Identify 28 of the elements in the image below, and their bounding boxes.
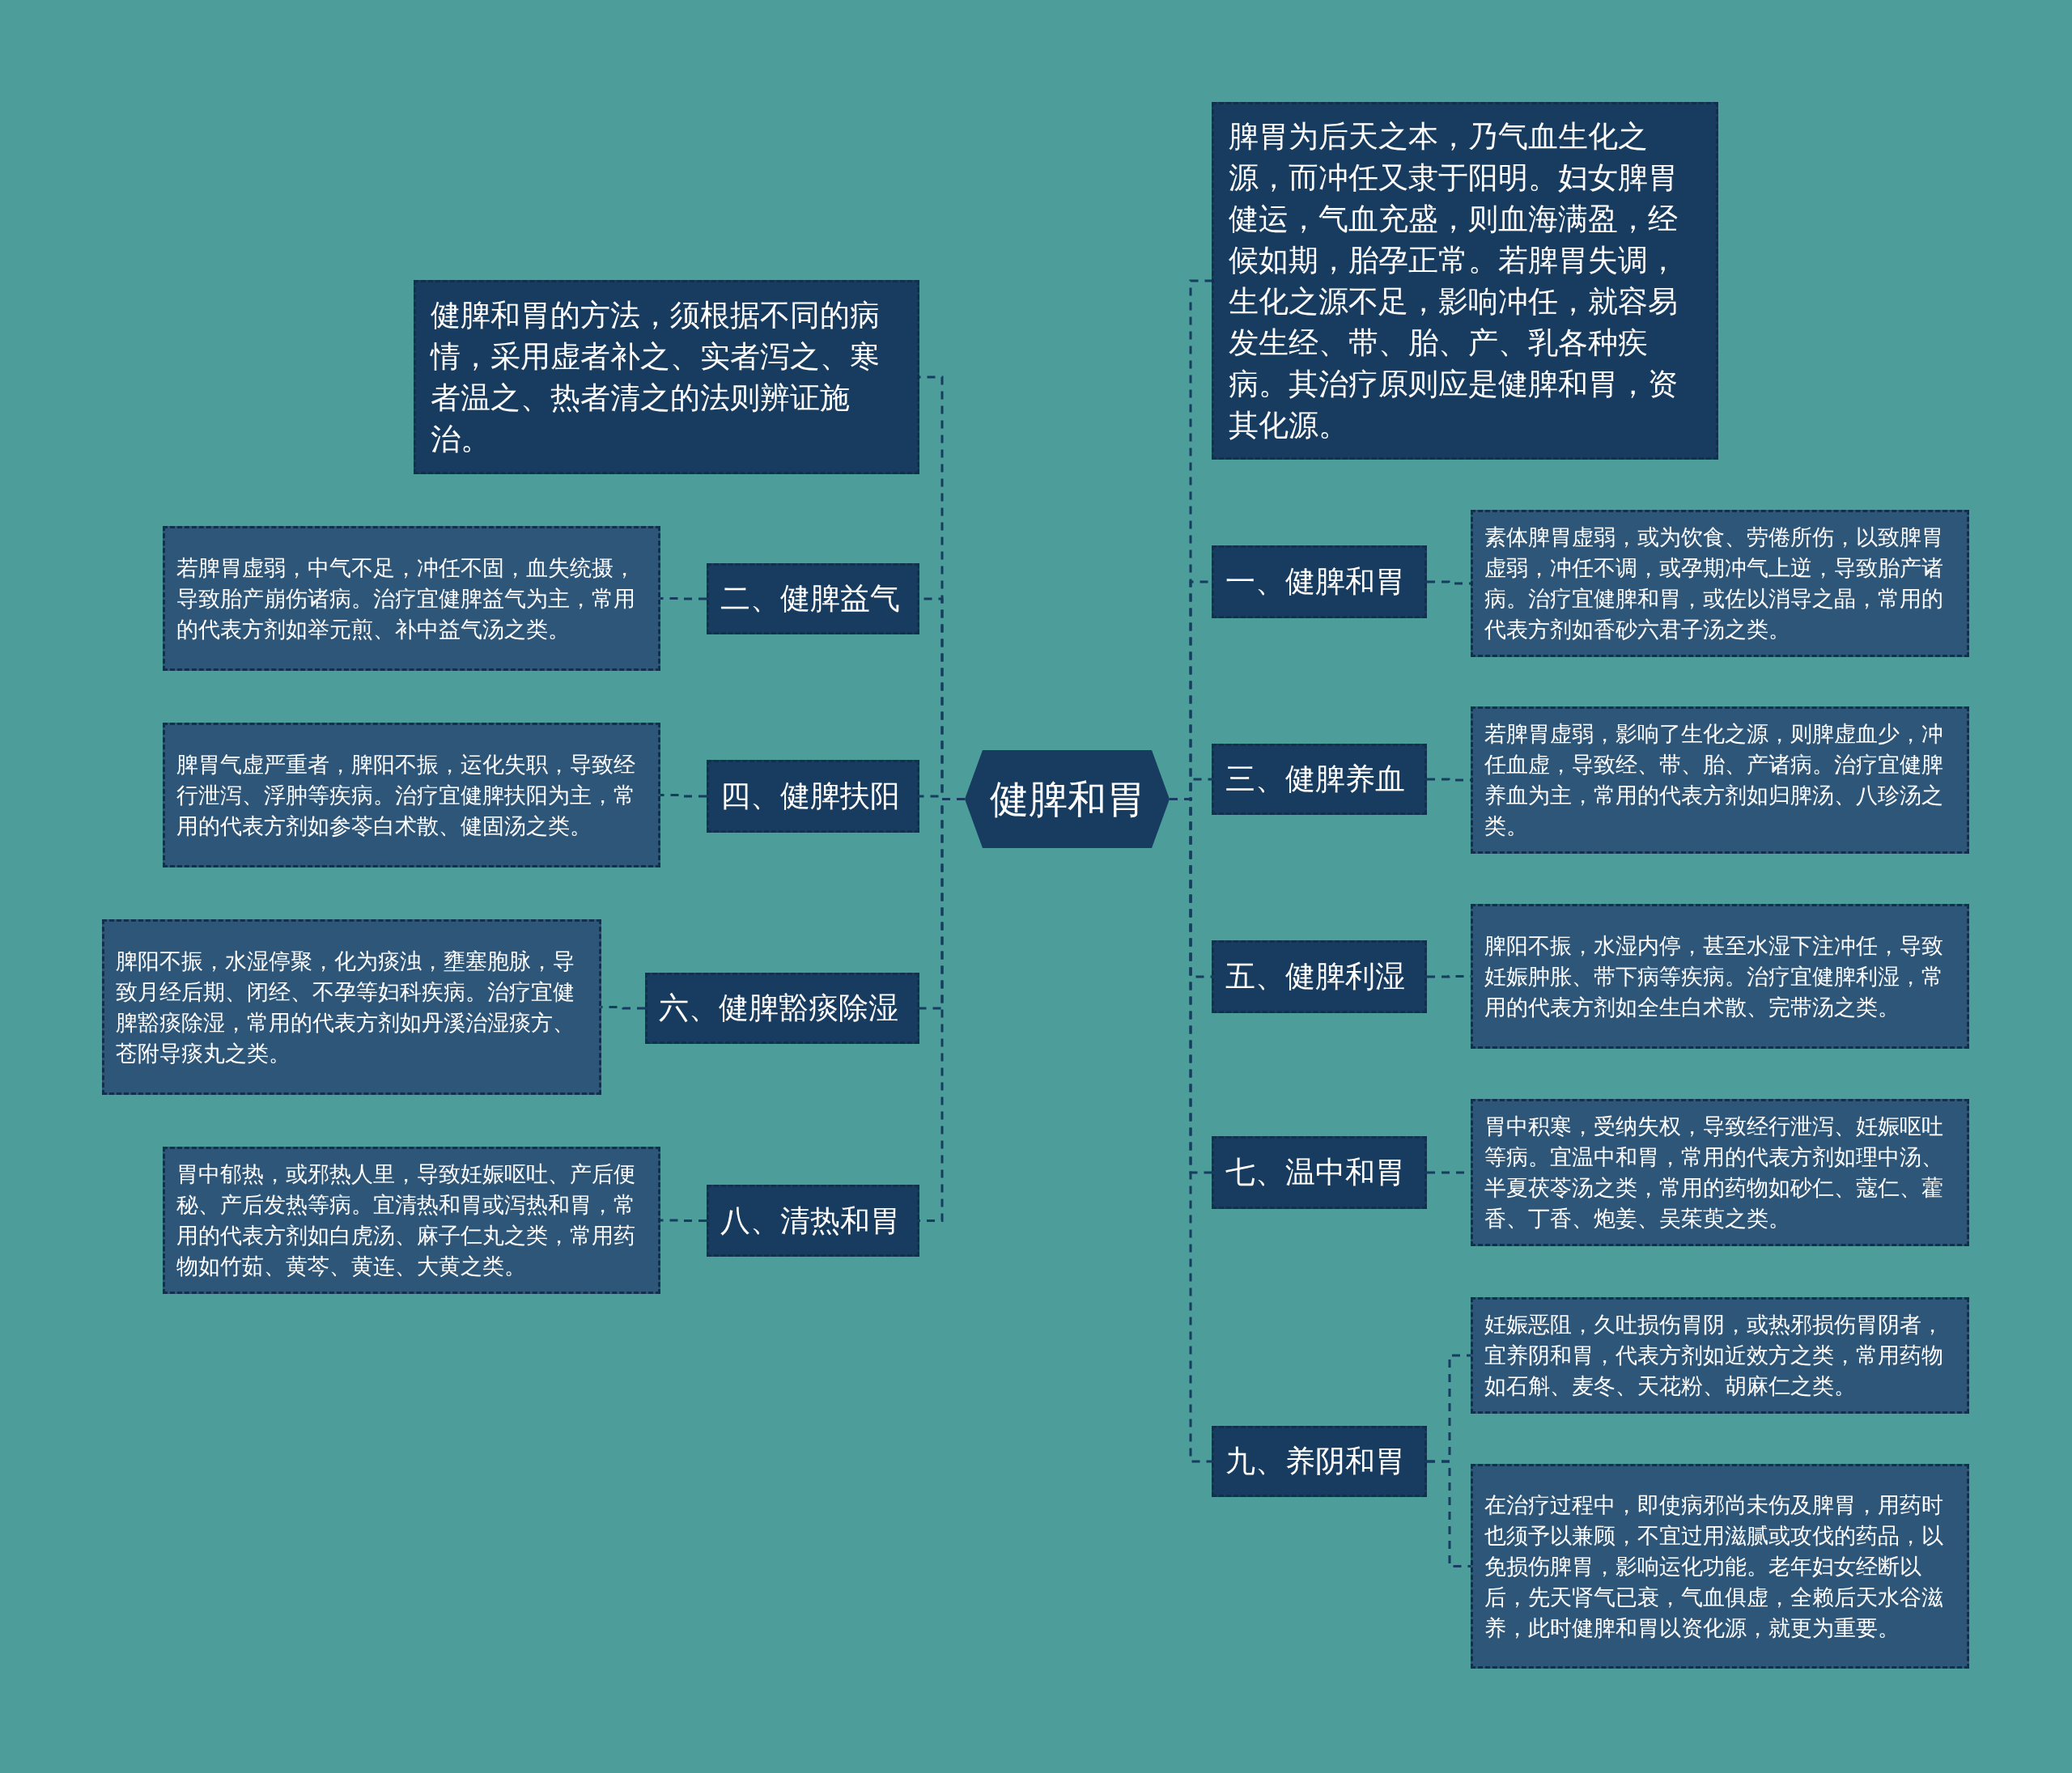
branch-box: 七、温中和胃 — [1212, 1136, 1427, 1209]
branch-box: 三、健脾养血 — [1212, 744, 1427, 815]
summary-box: 脾胃为后天之本，乃气血生化之源，而冲任又隶于阳明。妇女脾胃健运，气血充盛，则血海满盈，经候如期，胎孕正常。若脾胃失调，生化之源不足，影响冲任，就容易发生经、带、胎、产、乳各种疾病。其治疗原则应是健脾和胃，资其化源。 — [1212, 102, 1718, 460]
central-topic-hexagon: 健脾和胃 — [965, 750, 1170, 848]
summary-box: 健脾和胃的方法，须根据不同的病情，采用虚者补之、实者泻之、寒者温之、热者清之的法则辨证施治。 — [414, 280, 919, 474]
detail-box: 脾胃气虚严重者，脾阳不振，运化失职，导致经行泄泻、浮肿等疾病。治疗宜健脾扶阳为主，常用的代表方剂如参苓白术散、健固汤之类。 — [163, 723, 660, 867]
detail-box: 若脾胃虚弱，中气不足，冲任不固，血失统摄，导致胎产崩伤诸病。治疗宜健脾益气为主，常用的代表方剂如举元煎、补中益气汤之类。 — [163, 526, 660, 671]
detail-box: 脾阳不振，水湿内停，甚至水湿下注冲任，导致妊娠肿胀、带下病等疾病。治疗宜健脾利湿，常用的代表方剂如全生白术散、完带汤之类。 — [1471, 904, 1969, 1049]
connector-line — [1427, 1460, 1471, 1567]
connector-line — [660, 794, 707, 798]
branch-box: 二、健脾益气 — [707, 563, 919, 634]
connector-line — [1427, 580, 1471, 585]
detail-box: 素体脾胃虚弱，或为饮食、劳倦所伤，以致脾胃虚弱，冲任不调，或孕期冲气上逆，导致胎产诸病。治疗宜健脾和胃，或佐以消导之晶，常用的代表方剂如香砂六君子汤之类。 — [1471, 510, 1969, 657]
branch-box: 五、健脾利湿 — [1212, 940, 1427, 1013]
branch-box: 九、养阴和胃 — [1212, 1426, 1427, 1497]
connector-line — [660, 1219, 707, 1222]
branch-box: 一、健脾和胃 — [1212, 545, 1427, 618]
detail-box: 若脾胃虚弱，影响了生化之源，则脾虚血少，冲任血虚，导致经、带、胎、产诸病。治疗宜健脾养血为主，常用的代表方剂如归脾汤、八珍汤之类。 — [1471, 706, 1969, 854]
detail-box: 妊娠恶阻，久吐损伤胃阴，或热邪损伤胃阴者，宜养阴和胃，代表方剂如近效方之类，常用药物如石斛、麦冬、天花粉、胡麻仁之类。 — [1471, 1297, 1969, 1414]
detail-box: 胃中郁热，或邪热人里，导致妊娠呕吐、产后便秘、产后发热等病。宜清热和胃或泻热和胃，常用的代表方剂如白虎汤、麻子仁丸之类，常用药物如竹茹、黄芩、黄连、大黄之类。 — [163, 1147, 660, 1294]
branch-box: 四、健脾扶阳 — [707, 760, 919, 833]
detail-box: 在治疗过程中，即使病邪尚未伤及脾胃，用药时也须予以兼顾，不宜过用滋腻或攻伐的药品，以免损伤脾胃，影响运化功能。老年妇女经断以后，先天肾气已衰，气血俱虚，全赖后天水谷滋养，此时健脾和胃以资化源，就更为重要。 — [1471, 1464, 1969, 1669]
connector-line — [660, 597, 707, 600]
connector-line — [601, 1006, 645, 1010]
detail-box: 脾阳不振，水湿停聚，化为痰浊，壅塞胞脉，导致月经后期、闭经、不孕等妇科疾病。治疗宜健脾豁痰除湿，常用的代表方剂如丹溪治湿痰方、苍附导痰丸之类。 — [102, 919, 601, 1095]
branch-box: 六、健脾豁痰除湿 — [645, 973, 919, 1044]
branch-box: 八、清热和胃 — [707, 1185, 919, 1257]
detail-box: 胃中积寒，受纳失权，导致经行泄泻、妊娠呕吐等病。宜温中和胃，常用的代表方剂如理中汤、半夏茯苓汤之类，常用的药物如砂仁、蔻仁、藿香、丁香、炮姜、吴茱萸之类。 — [1471, 1099, 1969, 1246]
